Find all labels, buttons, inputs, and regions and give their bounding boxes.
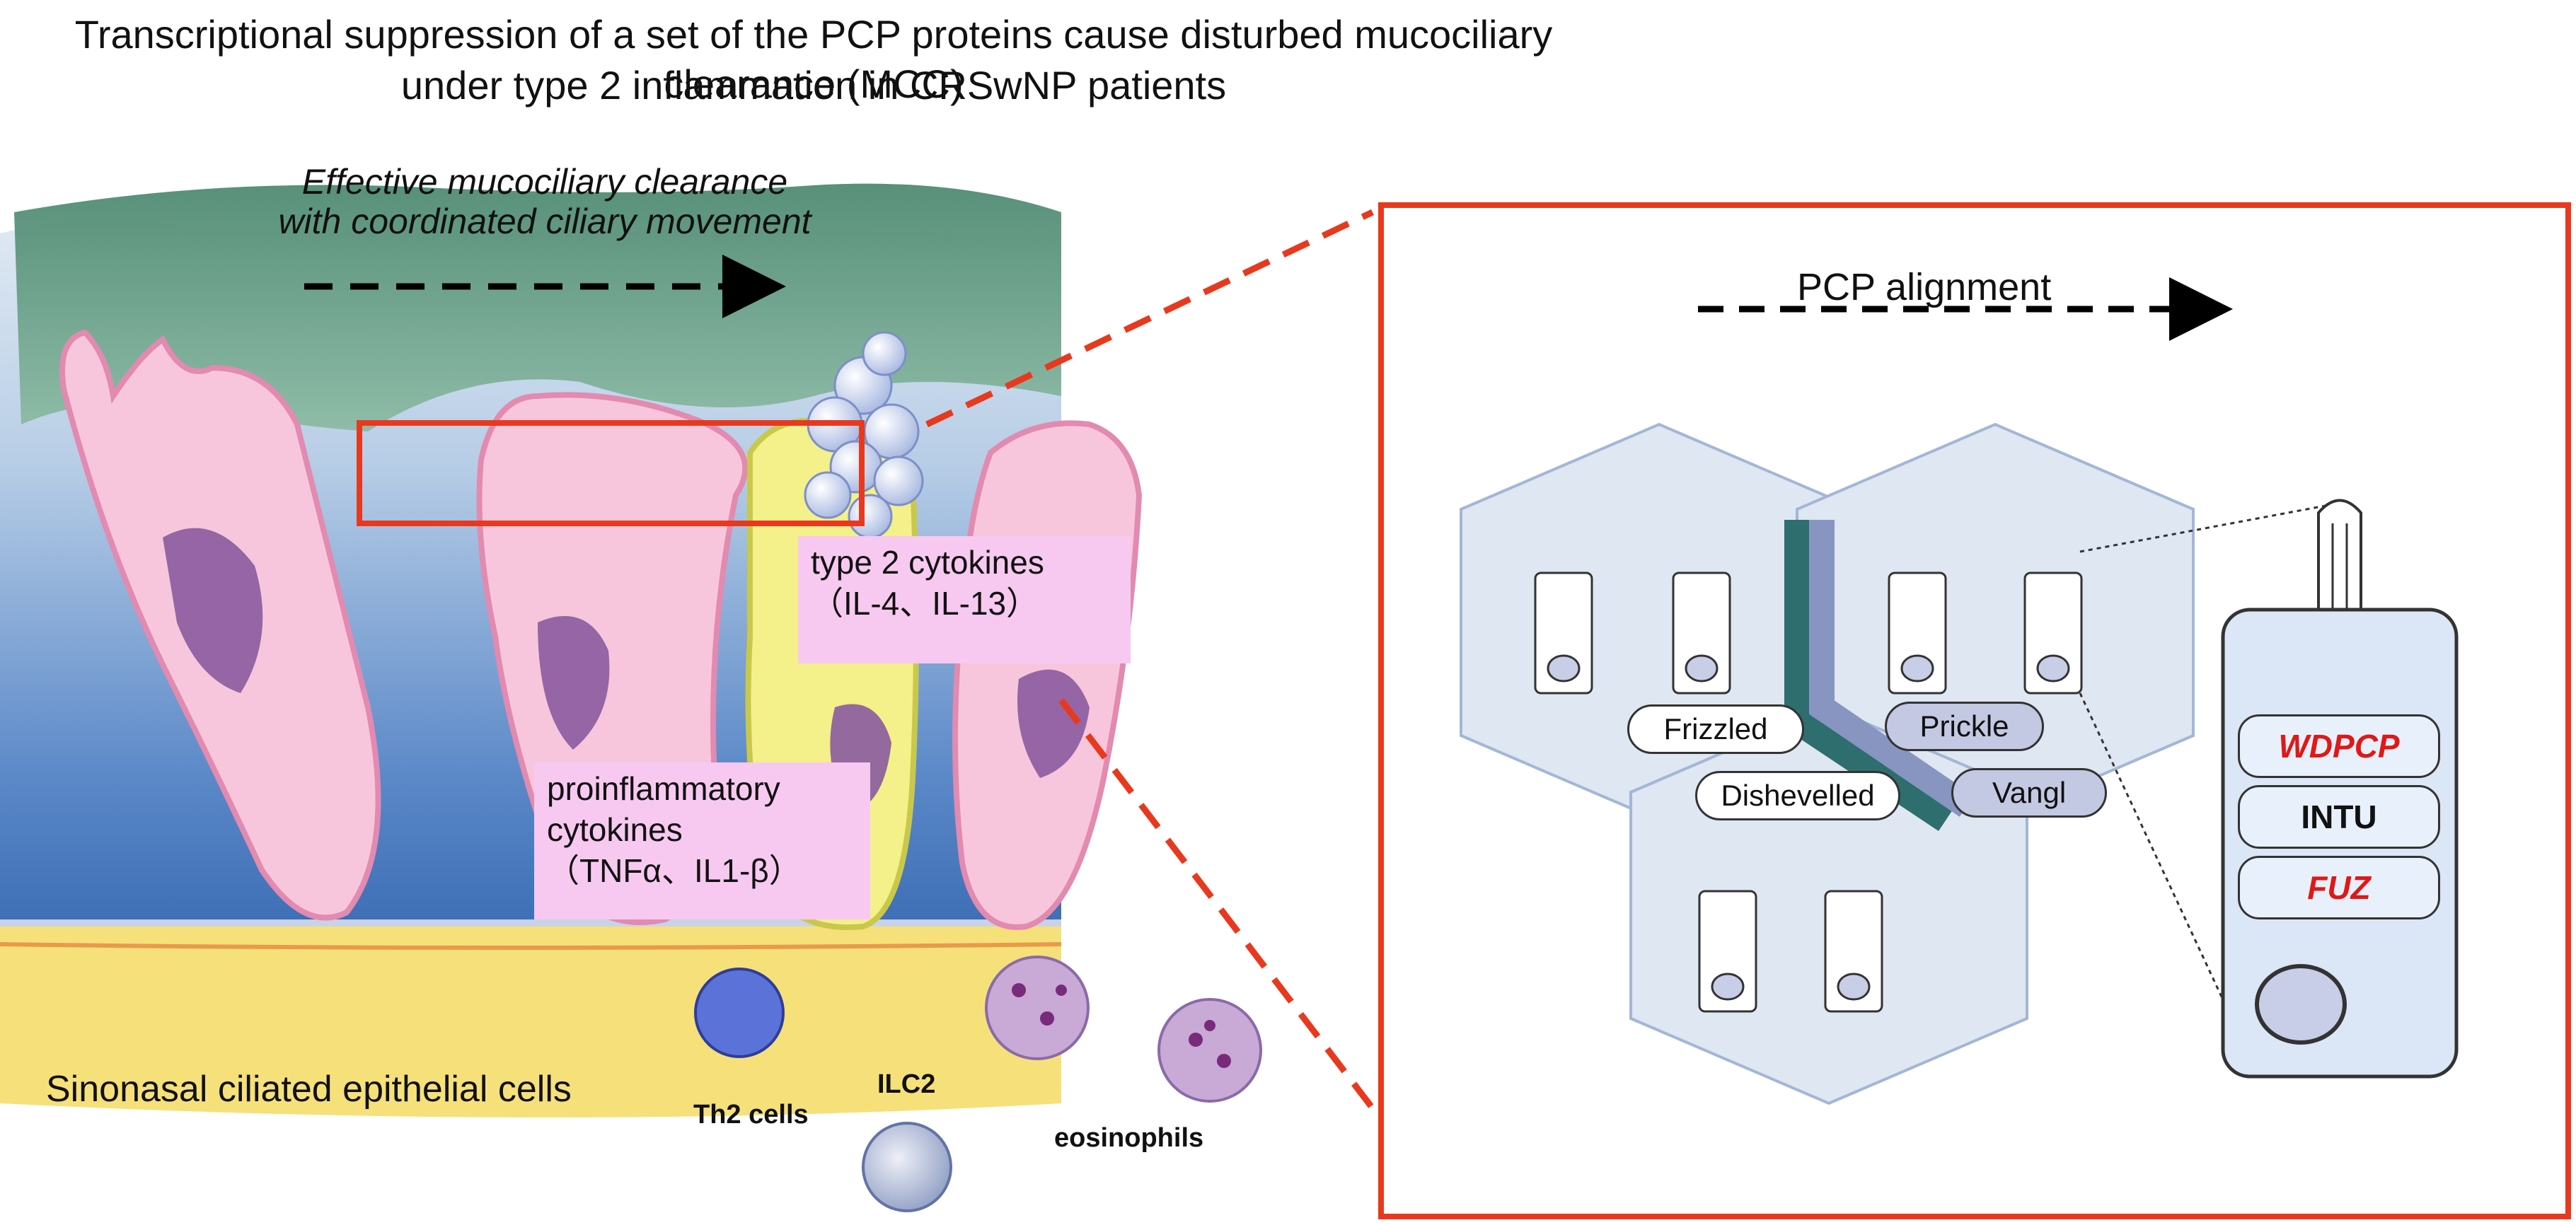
cilium [2317,499,2362,615]
highlight-box [357,420,865,526]
type2-cytokines-box: type 2 cytokines （IL-4、IL-13） [798,536,1131,663]
protein-frizzled: Frizzled [1627,704,1804,754]
zoom-line-top [925,209,1374,428]
protein-vangl: Vangl [1951,768,2107,818]
ilc2-label: ILC2 [877,1069,936,1099]
gene-intu: INTU [2238,785,2440,849]
large-cell-nucleus [2255,964,2347,1045]
pcp-band-light [1809,520,1975,817]
mucus-layer [14,183,1061,431]
mcc-label-line-1: Effective mucociliary clearance [301,162,788,202]
mucus-granules [804,331,924,539]
tissue-label: Sinonasal ciliated epithelial cells [46,1069,572,1110]
eosinophil-2 [1157,998,1262,1103]
gene-fuz: FUZ [2238,856,2440,919]
type2-cytokines-label: type 2 cytokines [811,544,1044,581]
th2-cell [694,968,785,1058]
gene-wdpcp: WDPCP [2238,714,2440,778]
title-line-1: Transcriptional suppression of a set of … [74,12,1553,106]
eosinophil-1 [985,956,1090,1060]
proinflammatory-list: （TNFα、IL1-β） [547,852,802,889]
ilc2-cell [862,1122,952,1212]
protein-prickle: Prickle [1885,702,2044,751]
title-line-2: under type 2 inflammation in CRSwNP pati… [400,63,1227,108]
proinflammatory-label-2: cytokines [547,811,683,848]
eosinophils-label: eosinophils [1054,1123,1204,1153]
mcc-label-line-2: with coordinated ciliary movement [278,202,812,241]
proinflammatory-label-1: proinflammatory [547,770,780,807]
protein-dishevelled: Dishevelled [1695,771,1900,820]
zoom-panel-frame [1378,202,2571,1219]
proinflammatory-cytokines-box: proinflammatory cytokines （TNFα、IL1-β） [534,762,870,919]
basement-layer [0,923,1061,1117]
th2-cells-label: Th2 cells [693,1100,809,1130]
pcp-alignment-label: PCP alignment [1797,266,2052,308]
basement-line [0,942,1062,950]
type2-cytokines-list: （IL-4、IL-13） [811,585,1039,622]
